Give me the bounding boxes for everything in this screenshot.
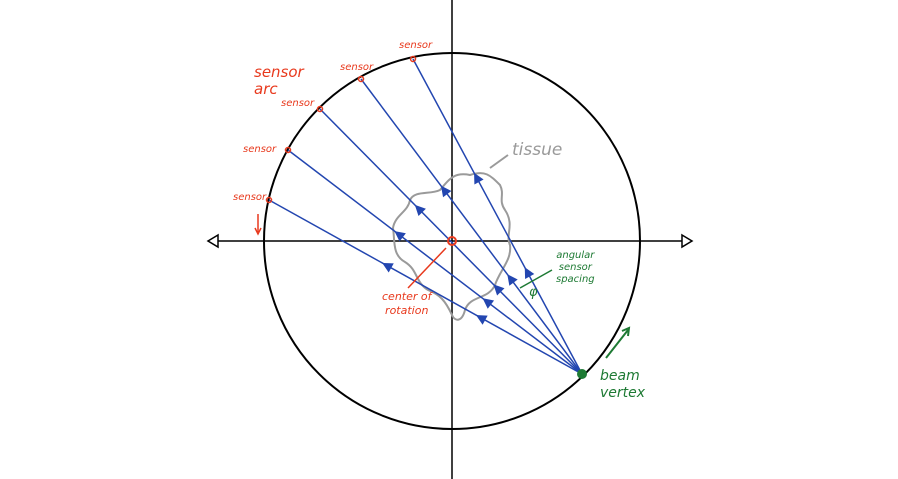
tissue-outline [391,172,512,321]
x-ray-beam [412,58,583,375]
vertex-rotation-arrow-icon [605,326,631,359]
ray-direction-arrow-icon [482,298,495,309]
sensor-marker [409,55,417,63]
angular-spacing-line: angular [556,250,595,261]
x-ray-beam [287,149,583,375]
beam-vertex-line: beam [600,368,640,384]
tissue-label: tissue [512,140,563,160]
center-of-rotation-label: center of rotation [382,290,432,318]
ray-direction-arrow-icon [474,172,484,185]
sensor-marker [265,196,273,204]
sensor-arc-arrowhead-icon [254,227,262,236]
center-label-line: rotation [385,304,429,317]
ray-direction-arrow-icon [476,315,488,325]
x-axis-left-arrow-icon [206,233,219,249]
center-of-rotation-marker [447,236,457,246]
sensor-label: sensor [243,144,277,155]
beam-vertex-label: beam vertex [600,368,645,402]
angular-spacing-line: sensor [558,262,592,273]
x-axis-right-arrow-icon [681,233,694,249]
sensor-arc-line: sensor [254,63,304,81]
ray-direction-arrow-icon [493,284,505,296]
sensor-arc-label: sensor arc [254,64,304,98]
ray-direction-arrow-icon [507,274,518,286]
center-leader [407,247,447,289]
sensor-marker [316,105,324,113]
center-label-line: center of [382,290,432,303]
sensor-marker [284,146,292,154]
angular-spacing-line: spacing [556,274,595,285]
sensor-label: sensor [399,40,433,51]
phi-label: φ [529,285,538,300]
sensor-label: sensor [233,192,267,203]
sensor-marker [357,75,365,83]
sensor-circle [263,52,641,430]
beam-vertex-marker [577,369,587,379]
ray-direction-arrow-icon [382,262,394,273]
sensor-label: sensor [281,98,315,109]
ray-direction-arrow-icon [524,267,535,279]
sensor-arc-line: arc [254,80,278,98]
x-ray-beam [319,108,583,375]
sensor-label: sensor [340,62,374,73]
beam-vertex-line: vertex [600,385,646,401]
x-ray-beam [268,199,583,375]
ray-direction-arrow-icon [394,231,406,242]
angular-spacing-label: angular sensor spacing [556,250,595,286]
ray-direction-arrow-icon [414,204,426,217]
x-ray-beam [360,78,583,375]
ray-direction-arrow-icon [440,185,452,198]
spacing-leader [519,269,553,289]
tissue-leader [489,154,509,169]
